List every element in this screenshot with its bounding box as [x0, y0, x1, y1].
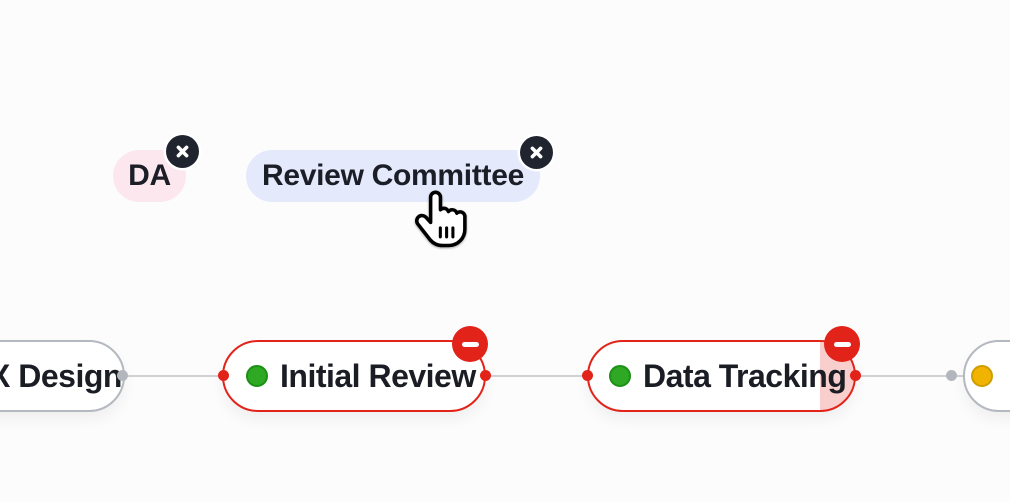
- status-dot-amber: [971, 365, 993, 387]
- chip-da-close-button[interactable]: [166, 135, 199, 168]
- connection-dot[interactable]: [946, 370, 957, 381]
- remove-node-button[interactable]: [452, 326, 488, 362]
- node-label: Initial Review: [280, 357, 476, 394]
- minus-icon: [461, 341, 479, 347]
- connector-line: [854, 375, 964, 377]
- node-initial-review[interactable]: Initial Review: [222, 340, 486, 412]
- connection-dot[interactable]: [480, 370, 491, 381]
- remove-node-button[interactable]: [824, 326, 860, 362]
- chip-label: DA: [128, 159, 171, 192]
- connector-line: [484, 375, 590, 377]
- node-next[interactable]: [963, 340, 1010, 412]
- connection-dot[interactable]: [117, 370, 128, 381]
- connector-line: [120, 375, 224, 377]
- node-design[interactable]: X Design: [0, 340, 125, 412]
- chip-review-committee[interactable]: Review Committee: [246, 150, 540, 202]
- minus-icon: [833, 341, 851, 347]
- connection-dot[interactable]: [218, 370, 229, 381]
- x-icon: [530, 146, 543, 159]
- node-label: X Design: [0, 357, 122, 394]
- node-data-tracking[interactable]: Data Tracking: [587, 340, 856, 412]
- chip-review-committee-close-button[interactable]: [520, 136, 553, 169]
- x-icon: [176, 145, 189, 158]
- status-dot-green: [609, 365, 631, 387]
- node-label: Data Tracking: [643, 357, 847, 394]
- connection-dot[interactable]: [850, 370, 861, 381]
- chip-label: Review Committee: [262, 159, 524, 192]
- status-dot-green: [246, 365, 268, 387]
- connection-dot[interactable]: [582, 370, 593, 381]
